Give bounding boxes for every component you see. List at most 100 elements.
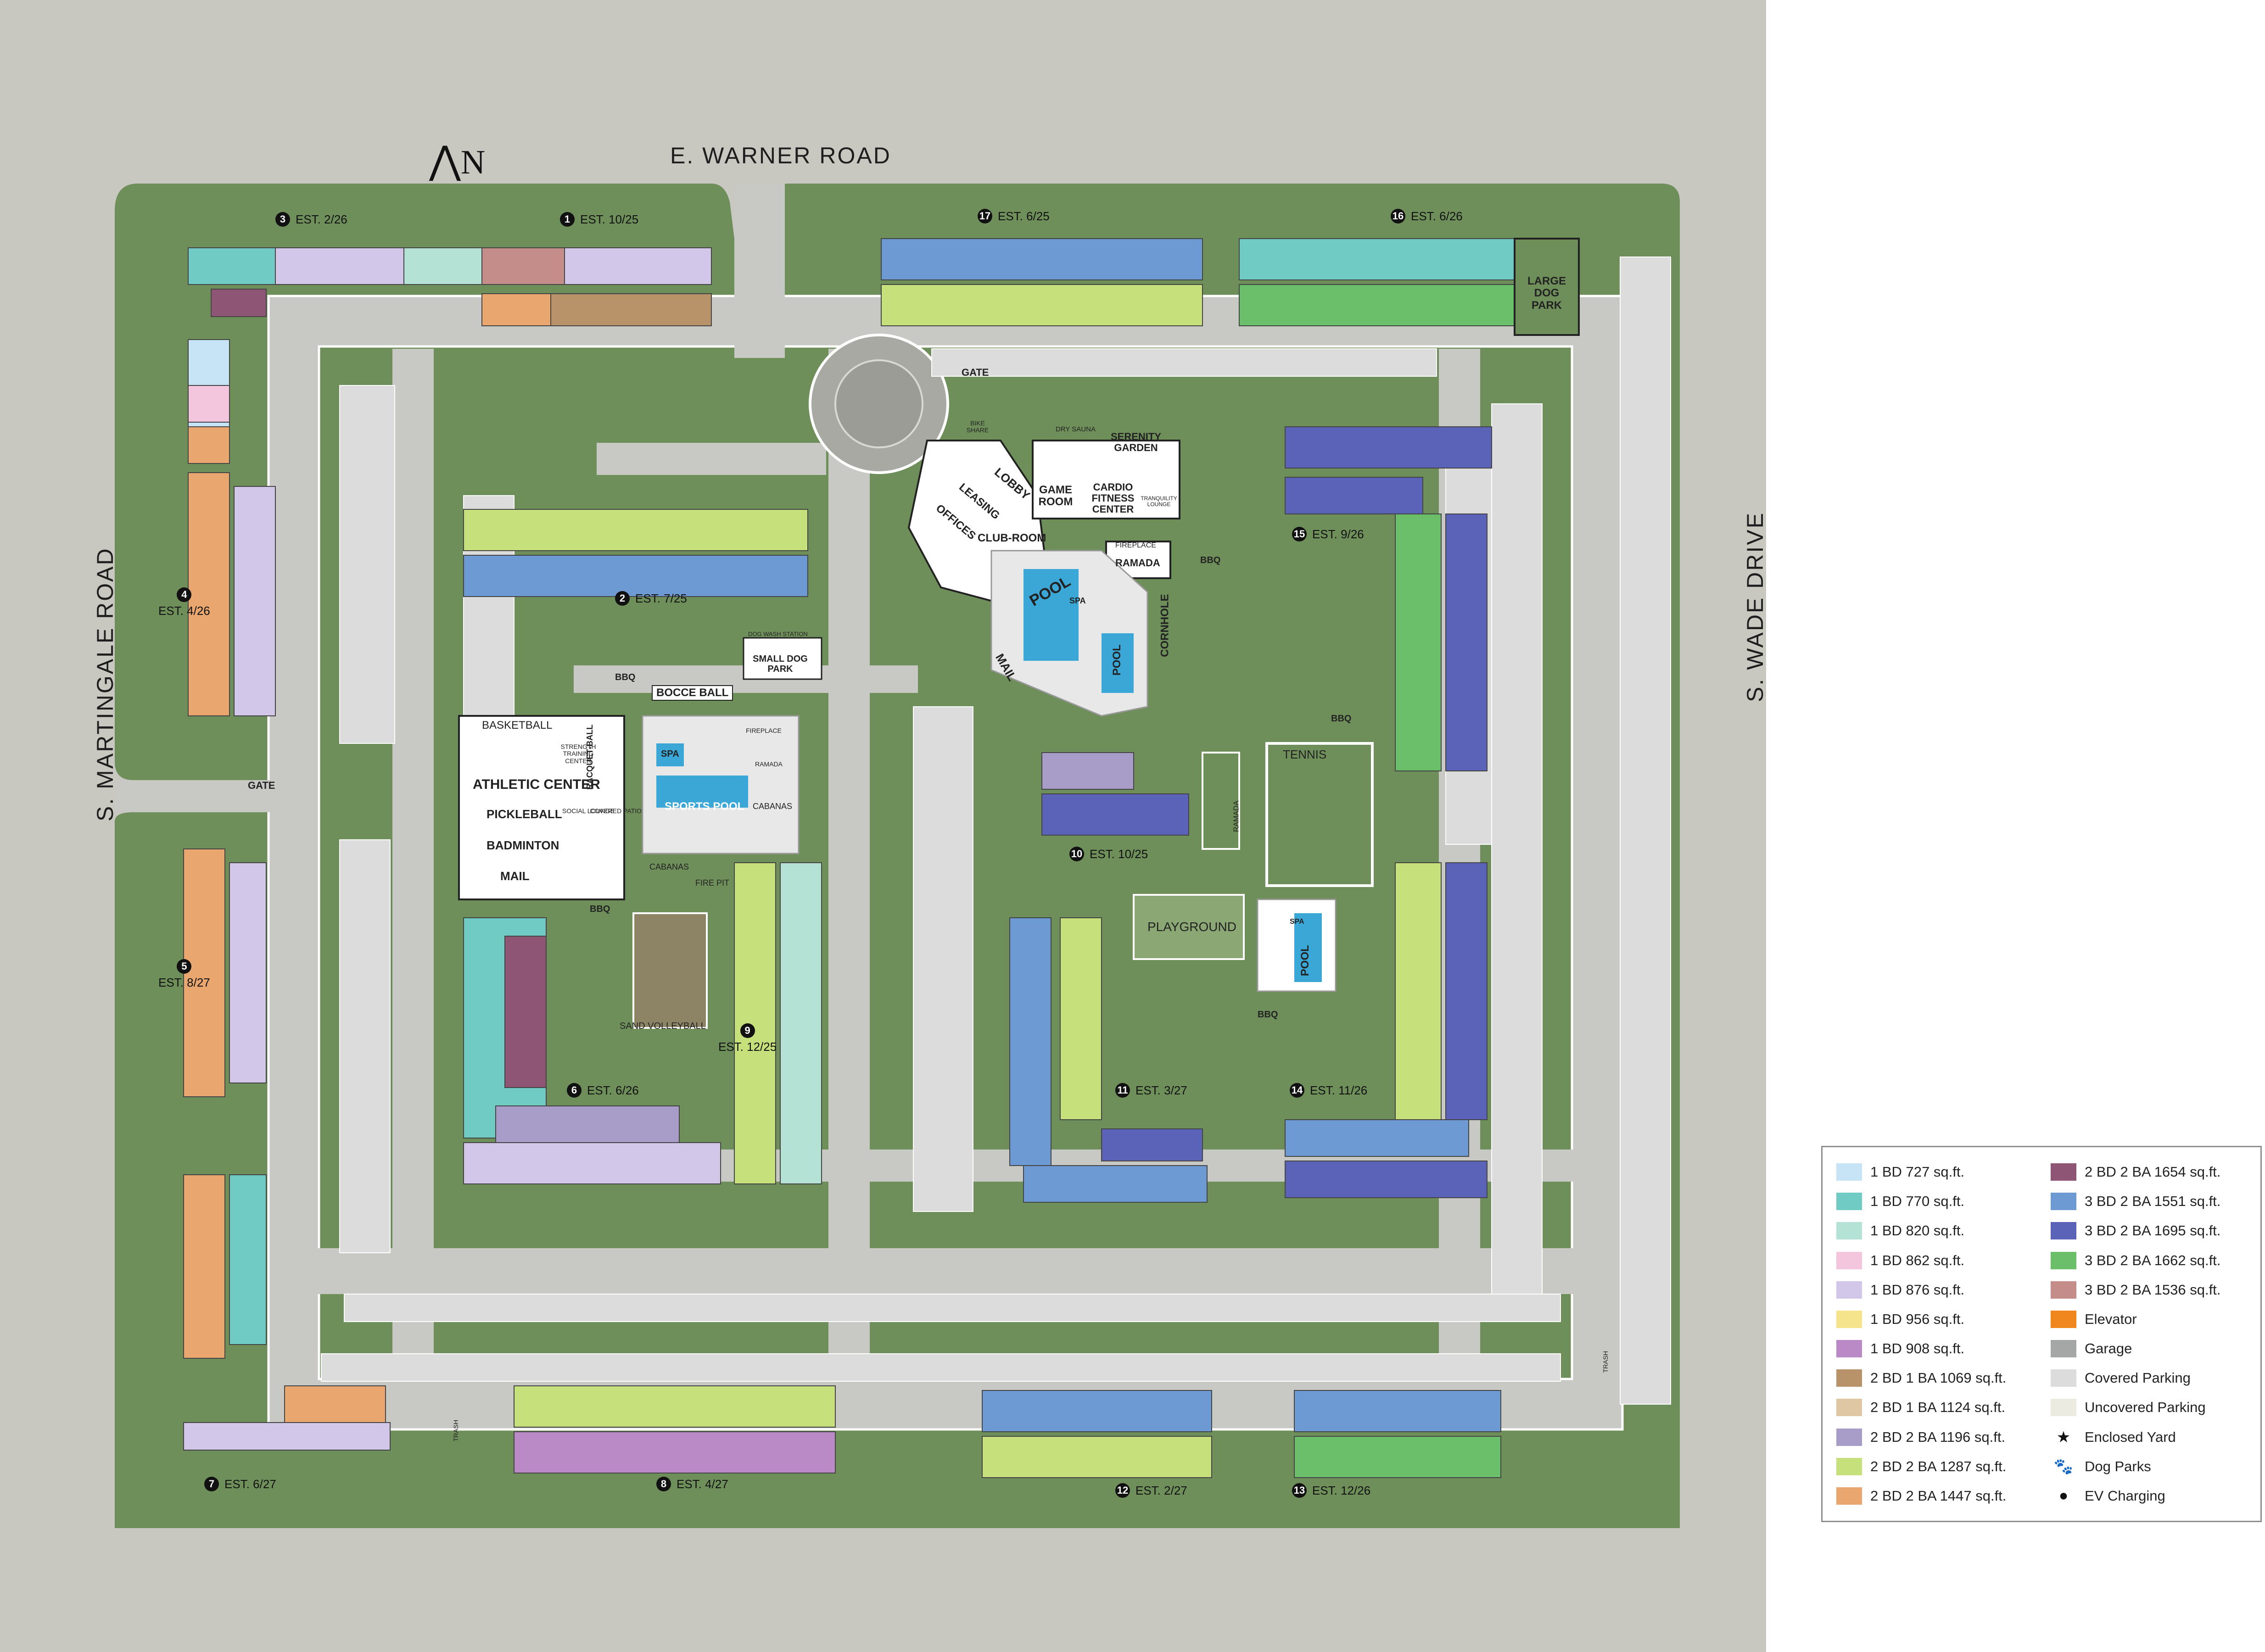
pickleball-label[interactable]: PICKLEBALL	[487, 807, 562, 821]
ev-charging-dot-icon: ●	[2058, 1487, 2069, 1505]
unit-legend: 1 BD 727 sq.ft. 1 BD 770 sq.ft. 1 BD 820…	[1821, 1146, 2262, 1522]
legend-label: Covered Parking	[2085, 1370, 2191, 1386]
cornhole-label[interactable]: CORNHOLE	[1158, 594, 1171, 657]
north-arrow-letter: N	[460, 144, 486, 181]
legend-label: 1 BD 820 sq.ft.	[1870, 1222, 1965, 1239]
legend-swatch	[2051, 1251, 2076, 1269]
small-dog-park-label[interactable]: SMALL DOG PARK	[753, 654, 808, 674]
legend-item: 3 BD 2 BA 1695 sq.ft.	[2051, 1216, 2247, 1245]
athletic-center-building	[458, 715, 625, 900]
gate-label-north: GATE	[962, 367, 989, 378]
legend-swatch	[1836, 1369, 1862, 1387]
bbq-label-east: BBQ	[1331, 714, 1352, 724]
north-entrance	[734, 184, 785, 358]
legend-item: 1 BD 876 sq.ft.	[1836, 1275, 2032, 1305]
north-arrow: ⋀N	[429, 138, 485, 183]
legend-label: Elevator	[2085, 1311, 2137, 1327]
pool-label-east[interactable]: POOL	[1298, 945, 1311, 977]
legend-item: 1 BD 820 sq.ft.	[1836, 1216, 2032, 1245]
playground-label[interactable]: PLAYGROUND	[1147, 920, 1236, 934]
phase-number: 5	[177, 959, 192, 974]
sand-volleyball-court	[632, 912, 708, 1029]
fireplace-label-sports: FIREPLACE	[746, 727, 782, 734]
sports-pool-label[interactable]: SPORTS POOL	[665, 800, 744, 813]
serenity-garden-label[interactable]: SERENITY GARDEN	[1110, 431, 1162, 454]
ramada-label-sports: RAMADA	[755, 760, 783, 768]
legend-item: 2 BD 2 BA 1447 sq.ft.	[1836, 1481, 2032, 1511]
club-room-label[interactable]: CLUB-ROOM	[978, 532, 1046, 544]
phase-est: EST. 9/26	[1312, 527, 1364, 541]
phase-number: 4	[177, 587, 192, 602]
fireplace-label-club: FIREPLACE	[1115, 541, 1156, 549]
bbq-label-west: BBQ	[590, 904, 610, 914]
legend-item: 1 BD 956 sq.ft.	[1836, 1305, 2032, 1334]
basketball-label[interactable]: BASKETBALL	[482, 719, 553, 731]
phase-number: 7	[204, 1477, 219, 1491]
trash-label-east: TRASH	[1602, 1351, 1610, 1373]
legend-swatch	[2051, 1222, 2076, 1240]
phase-est: EST. 12/25	[718, 1040, 777, 1054]
legend-label: 2 BD 1 BA 1124 sq.ft.	[1870, 1399, 2006, 1416]
sand-volleyball-label[interactable]: SAND VOLLEYBALL	[620, 1021, 706, 1031]
legend-swatch	[2051, 1340, 2076, 1358]
phase-est: EST. 4/27	[677, 1477, 728, 1491]
strength-center-label[interactable]: STRENGTH TRAINING CENTER	[560, 743, 596, 765]
gate-label-west: GATE	[248, 780, 275, 791]
resort-pool	[1023, 569, 1079, 661]
mail-label-athletic[interactable]: MAIL	[500, 869, 530, 883]
legend-swatch	[2051, 1369, 2076, 1387]
large-dog-park-label[interactable]: LARGE DOG PARK	[1527, 275, 1566, 312]
dog-wash-label: DOG WASH STATION	[748, 631, 808, 637]
fire-pit-label: FIRE PIT	[695, 878, 730, 887]
phase-number: 10	[1069, 847, 1084, 861]
legend-item: Uncovered Parking	[2051, 1393, 2247, 1422]
legend-item: 🐾Dog Parks	[2051, 1452, 2247, 1481]
perimeter-road-curb-inner	[318, 345, 1573, 1380]
parking-strips	[321, 257, 1671, 1405]
game-room-label[interactable]: GAME ROOM	[1038, 484, 1073, 508]
site-map[interactable]: E. WARNER ROAD S. MARTINGALE ROAD S. WAD…	[0, 0, 1768, 1652]
phase-number: 6	[567, 1083, 582, 1098]
legend-item: 1 BD 727 sq.ft.	[1836, 1157, 2032, 1187]
legend-item: 2 BD 2 BA 1287 sq.ft.	[1836, 1452, 2032, 1481]
legend-swatch	[1836, 1163, 1862, 1181]
dry-sauna-label: DRY SAUNA	[1056, 425, 1096, 433]
legend-item: 2 BD 2 BA 1196 sq.ft.	[1836, 1422, 2032, 1451]
legend-swatch	[1836, 1193, 1862, 1211]
road-label-north: E. WARNER ROAD	[670, 143, 891, 168]
bbq-label-club: BBQ	[1200, 555, 1221, 565]
tennis-label[interactable]: TENNIS	[1283, 748, 1327, 761]
tranquility-lounge-label: TRANQUILITY LOUNGE	[1141, 495, 1177, 508]
legend-item: 3 BD 2 BA 1551 sq.ft.	[2051, 1187, 2247, 1216]
pickleball-courts	[1202, 752, 1240, 850]
phase-number: 13	[1292, 1483, 1307, 1498]
legend-swatch	[1836, 1399, 1862, 1417]
athletic-center-label[interactable]: ATHLETIC CENTER	[473, 777, 600, 792]
pool-label-resort-2[interactable]: POOL	[1110, 644, 1123, 676]
spa-label-sports: SPA	[661, 749, 679, 759]
badminton-label[interactable]: BADMINTON	[487, 838, 559, 852]
bocce-ball-label[interactable]: BOCCE BALL	[652, 685, 733, 701]
cardio-center-label[interactable]: CARDIO FITNESS CENTER	[1091, 481, 1135, 515]
legend-label: 2 BD 2 BA 1654 sq.ft.	[2085, 1164, 2221, 1180]
legend-item: 2 BD 1 BA 1069 sq.ft.	[1836, 1363, 2032, 1393]
legend-swatch	[1836, 1310, 1862, 1328]
bbq-label-south: BBQ	[1258, 1010, 1278, 1020]
